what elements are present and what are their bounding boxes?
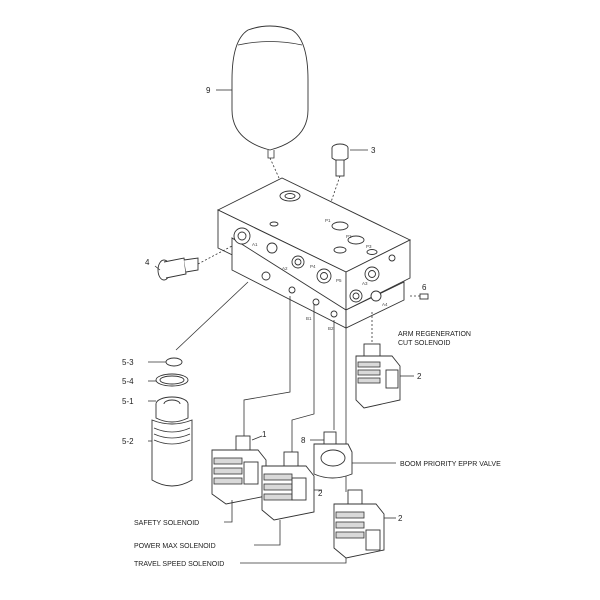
callout-8: 8: [301, 436, 306, 445]
dashed-link-4: [197, 245, 233, 265]
port-label-p4: P4: [310, 264, 316, 269]
callout-2-pm: 2: [318, 489, 323, 498]
leader-powermax-link: [291, 304, 315, 452]
plug-part-3: [331, 143, 349, 177]
port-label-a4: A4: [382, 302, 388, 307]
backup-ring-5-4: [155, 373, 189, 387]
port-label-b2: B2: [328, 326, 334, 331]
block-top-ports: [269, 190, 378, 255]
port-label-p3: P3: [366, 244, 372, 249]
callout-5-2: 5-2: [122, 437, 134, 446]
arm-regeneration-label-line2: CUT SOLENOID: [398, 340, 450, 347]
leader-filter: [175, 281, 249, 351]
block-side-ports: [349, 254, 396, 303]
boom-priority-label: BOOM PRIORITY EPPR VALVE: [400, 461, 501, 468]
callout-3: 3: [371, 146, 376, 155]
arm-regeneration-label-line1: ARM REGENERATION: [398, 331, 471, 338]
callout-2-ts: 2: [398, 514, 403, 523]
plug-part-6: [419, 293, 429, 300]
callout-5-4: 5-4: [122, 377, 134, 386]
callout-6: 6: [422, 283, 427, 292]
safety-solenoid-label: SAFETY SOLENOID: [134, 520, 199, 527]
callout-9: 9: [206, 86, 211, 95]
filter-element-5-1: [155, 396, 189, 423]
safety-solenoid: [211, 435, 267, 505]
leader-1: [251, 435, 263, 441]
plug-part-4: [157, 257, 199, 281]
o-ring-5-3: [165, 357, 183, 367]
dashed-link-3: [329, 175, 341, 206]
port-label-p2: P2: [346, 234, 352, 239]
accumulator: [231, 25, 309, 159]
filter-housing-5-2: [151, 419, 193, 487]
boom-priority-eppr-valve: [313, 431, 353, 479]
callout-4: 4: [145, 258, 150, 267]
port-label-a2: A2: [282, 266, 288, 271]
leader-safety-label: [224, 500, 233, 523]
travel-speed-solenoid-label: TRAVEL SPEED SOLENOID: [134, 561, 224, 568]
port-label-b1: B1: [306, 316, 312, 321]
callout-2-arm: 2: [417, 372, 422, 381]
leader-travel-label: [240, 558, 347, 564]
callout-5-1: 5-1: [122, 397, 134, 406]
callout-1: 1: [262, 430, 267, 439]
leader-4: [154, 265, 161, 271]
port-label-p1: P1: [325, 218, 331, 223]
leader-powermax-label: [254, 520, 281, 546]
leader-safety-link: [243, 296, 291, 436]
callout-5-3: 5-3: [122, 358, 134, 367]
port-label-a1: A1: [252, 242, 258, 247]
travel-speed-solenoid: [333, 489, 385, 559]
power-max-solenoid: [261, 451, 315, 521]
arm-regeneration-solenoid: [355, 343, 401, 409]
block-front-ports: [233, 227, 338, 318]
port-label-a3: A3: [362, 281, 368, 286]
power-max-solenoid-label: POWER MAX SOLENOID: [134, 543, 216, 550]
port-label-p5: P5: [336, 278, 342, 283]
